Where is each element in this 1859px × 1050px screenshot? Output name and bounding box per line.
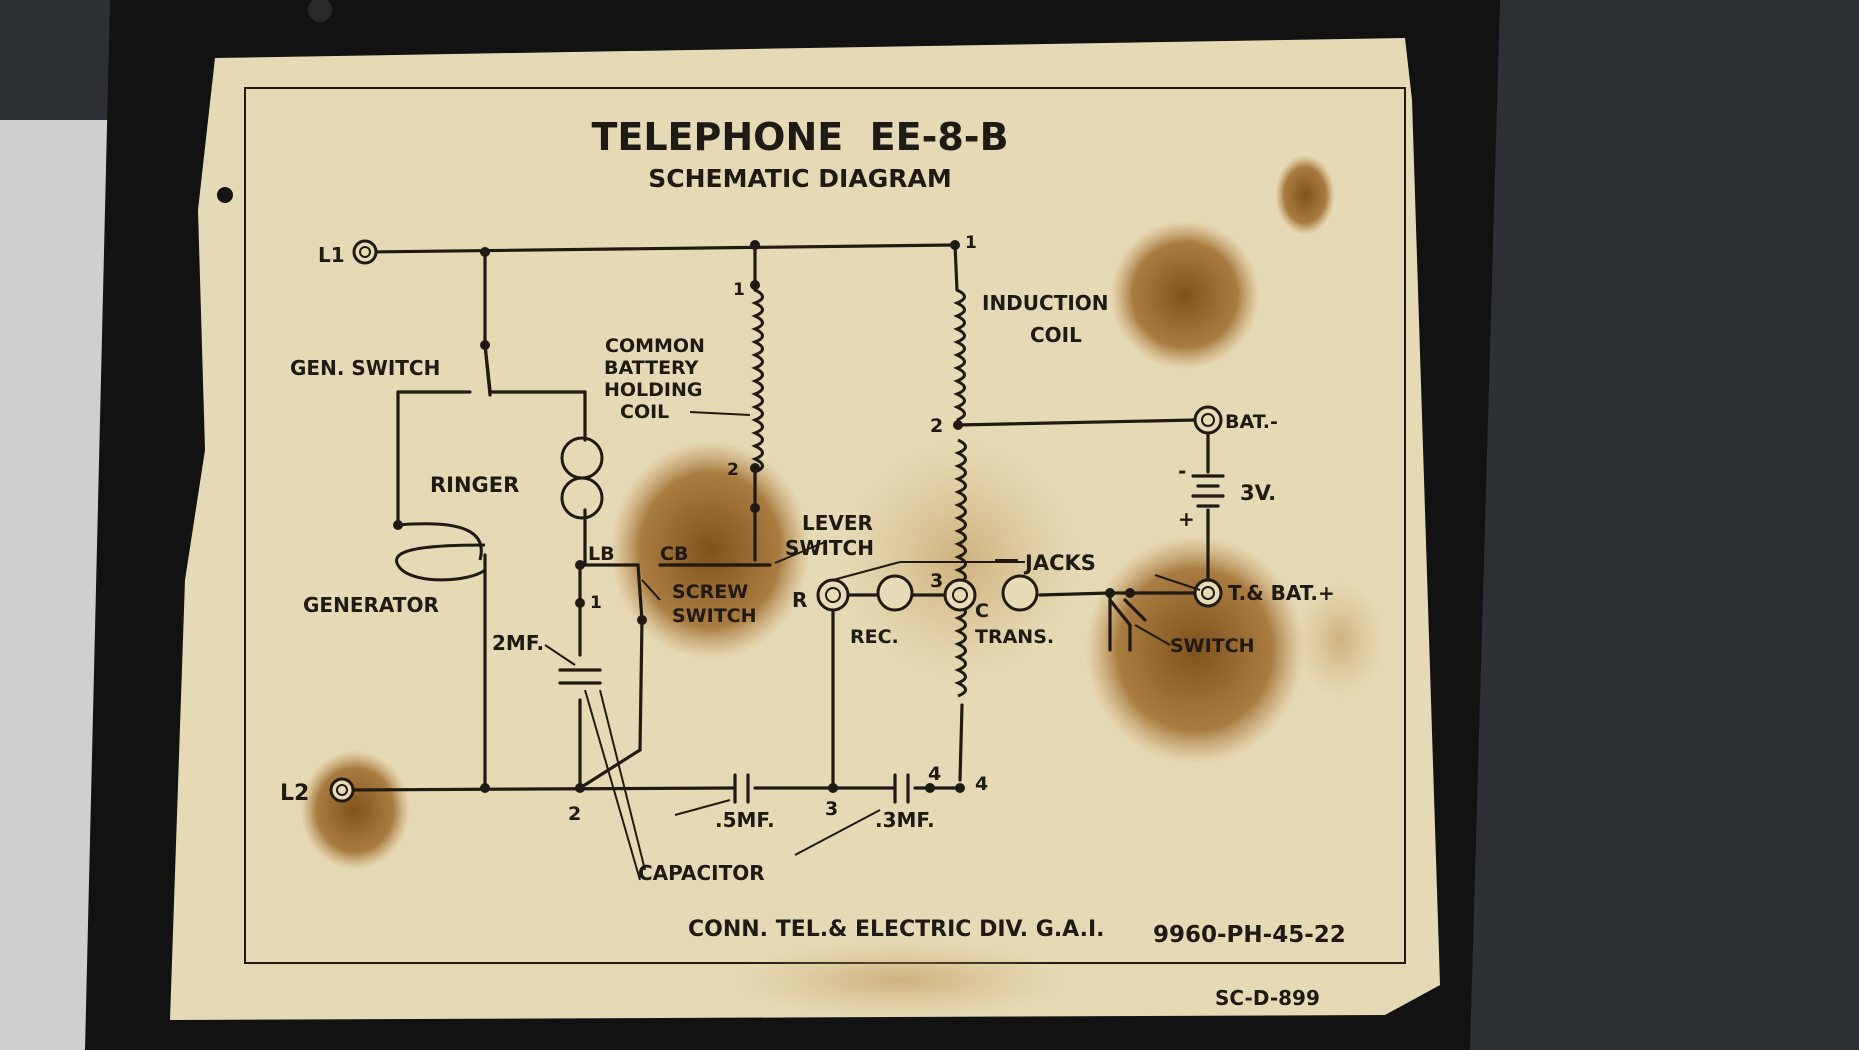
mounting-hole [308,0,332,22]
node-number: 3 [825,798,838,820]
terminal-t-bat-plus [1193,578,1223,608]
jack-r [816,578,850,612]
node-number: 1 [733,280,745,300]
induction-coil [954,603,967,698]
label-3mf: .3MF. [875,808,935,832]
generator-symbol [395,543,486,582]
label-screw-switch: SWITCH [672,605,757,627]
diagram-subtitle: SCHEMATIC DIAGRAM [648,164,951,193]
footer-code: SC-D-899 [1215,986,1320,1010]
node-number: 2 [727,460,739,480]
node-number: 2 [568,803,581,825]
label-l1: L1 [318,243,345,267]
node-number: 3 [930,570,943,592]
label-holding-coil: BATTERY [604,357,699,379]
footer-part-number: 9960-PH-45-22 [1153,922,1346,948]
label-ringer: RINGER [430,473,519,497]
terminal-l1 [352,239,378,265]
terminal-l2 [329,777,355,803]
label-induction-coil: INDUCTION [982,291,1109,315]
stain [1295,580,1385,700]
label-rec: REC. [850,626,899,648]
label-lb: LB [588,543,615,565]
junction-dots [393,240,1135,793]
hook-switch [1108,591,1147,652]
holding-coil [751,288,764,474]
label-3v: 3V. [1240,481,1276,505]
induction-coil [954,438,967,585]
mounting-hole [217,187,233,203]
label-jacks: JACKS [1023,551,1096,575]
node-number: 1 [590,593,602,613]
receiver-symbol [876,574,914,612]
label-lever-switch: SWITCH [785,536,874,560]
label-holding-coil: HOLDING [604,379,703,401]
label-screw-switch: SCREW [672,581,748,603]
label-bat-minus: BAT.- [1225,411,1278,433]
capacitor-5mf [733,773,750,804]
jack-c [943,578,977,612]
leader-lines [544,411,1201,881]
footer-maker: CONN. TEL.& ELECTRIC DIV. G.A.I. [688,917,1105,942]
capacitor-2mf [558,668,602,685]
node-number: 1 [965,233,977,253]
label-battery-plus: + [1178,507,1195,531]
label-5mf: .5MF. [715,808,775,832]
induction-coil [953,288,966,422]
label-induction-coil: COIL [1030,323,1082,347]
label-lever-switch: LEVER [802,511,873,535]
node-number: 4 [975,773,988,795]
terminal-bat-minus [1193,405,1223,435]
stain [730,940,1070,1020]
stain [1275,155,1335,235]
ringer-coil [560,476,604,520]
label-r: R [792,588,807,612]
battery-symbol [1191,474,1225,508]
transmitter-symbol [1001,574,1039,612]
label-generator: GENERATOR [303,593,439,617]
label-holding-coil: COIL [620,401,669,423]
label-cb: CB [660,543,688,565]
label-l2: L2 [280,781,309,806]
capacitor-3mf [893,773,910,804]
node-number: 2 [930,415,943,437]
screw-switch-arm [636,563,644,622]
stain [300,750,410,870]
diagram-title: TELEPHONE EE-8-B [591,115,1008,159]
gen-switch-lever [483,343,492,397]
label-t-bat-plus: T.& BAT.+ [1228,581,1335,605]
stain [610,440,810,660]
label-holding-coil: COMMON [605,335,705,357]
node-number: 4 [928,763,941,785]
label-trans: TRANS. [975,626,1054,648]
label-2mf: 2MF. [492,631,544,655]
stain [840,440,1080,680]
stain [1110,220,1260,370]
label-switch: SWITCH [1170,635,1255,657]
label-c: C [975,600,989,622]
label-capacitor: CAPACITOR [638,861,765,885]
label-battery-minus: - [1178,459,1186,483]
label-gen-switch: GEN. SWITCH [290,356,440,380]
